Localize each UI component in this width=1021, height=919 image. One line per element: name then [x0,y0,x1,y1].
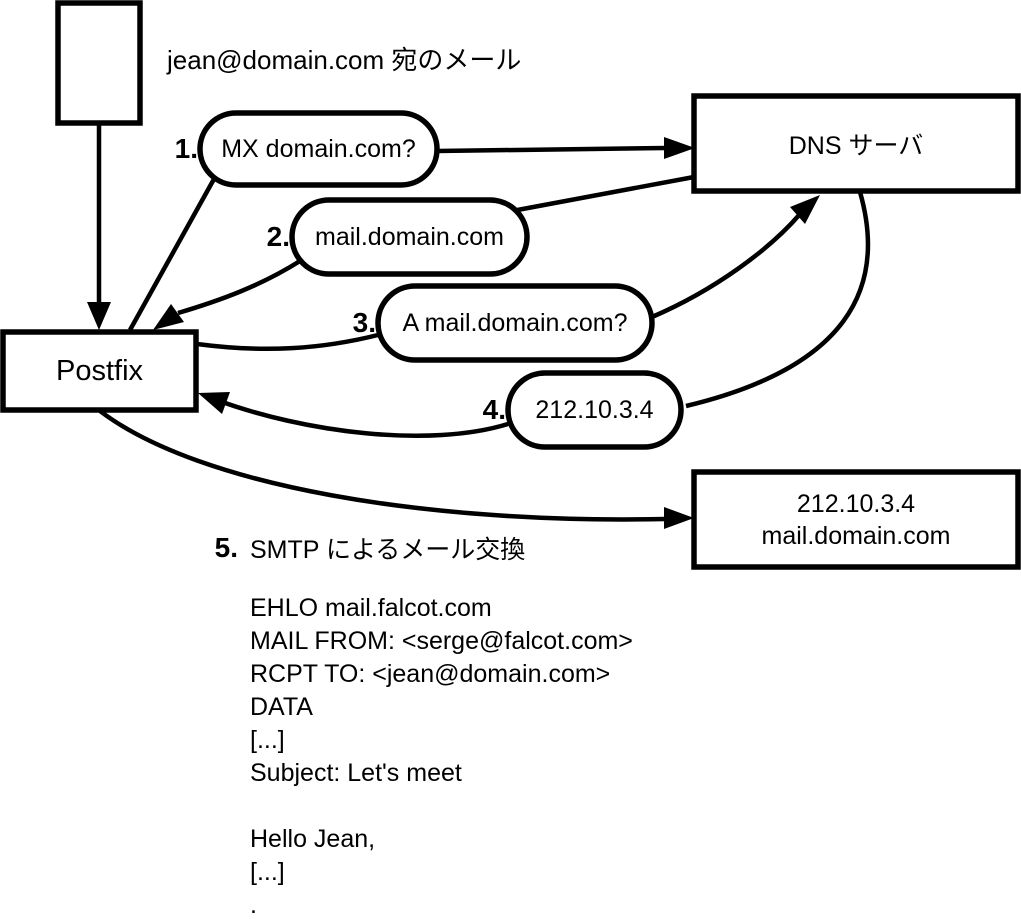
arrowhead-answer2-postfix [153,304,184,330]
connector-postfix-to-query3 [196,332,379,352]
smtp-line-hello: Hello Jean, [250,825,376,853]
postfix-box [0,329,199,413]
query3-pill-label: A mail.domain.com? [402,308,628,337]
connector-dns-to-answer4 [685,191,871,409]
answer2-pill [289,197,530,277]
arrow-query3-to-dns [651,212,802,320]
postfix-node-label: Postfix [55,354,144,387]
step4-number: 4. [482,394,506,425]
connector-postfix-to-query1 [128,177,216,332]
step2-number: 2. [266,221,290,252]
arrowhead-incoming-mail [87,302,111,330]
step5-number: 5. [214,532,238,563]
step5-caption: SMTP によるメール交換 [250,536,526,564]
smtp-line-subject: Subject: Let's meet [250,759,462,787]
arrowhead-answer4-postfix [198,392,230,414]
step1-number: 1. [174,133,198,164]
dns-server-node-label: DNS サーバ [788,131,924,160]
arrow-smtp-to-mailserver [98,409,666,522]
arrowhead-query3-dns [790,195,820,224]
mail-server-ip: 212.10.3.4 [796,489,916,518]
smtp-line-mail-from: MAIL FROM: <serge@falcot.com> [250,627,633,655]
connector-dns-to-answer2 [511,174,695,214]
step3-number: 3. [352,307,376,338]
query1-pill-label: MX domain.com? [221,134,416,163]
incoming-mail-note: jean@domain.com 宛のメール [167,44,522,75]
query3-pill [375,283,655,363]
arrow-query1-to-dns [436,145,667,154]
query1-pill [197,110,440,188]
smtp-line-rcpt-to: RCPT TO: <jean@domain.com> [250,660,611,688]
arrowhead-smtp-mailserver [664,507,694,529]
answer4-pill-label: 212.10.3.4 [535,395,654,424]
mail-server-box [691,469,1021,570]
mail-server-hostname: mail.domain.com [761,521,951,550]
smtp-line-data: DATA [250,693,313,721]
arrow-answer4-to-postfix [213,396,509,438]
mail-server-node-label: 212.10.3.4 mail.domain.com [694,472,1018,567]
dns-server-box [691,93,1021,194]
answer2-pill-label: mail.domain.com [315,222,504,251]
arrow-answer2-to-postfix [177,259,302,316]
smtp-line-end-dot: . [250,891,257,919]
envelope-box [55,0,143,126]
smtp-session-transcript: EHLO mail.falcot.com MAIL FROM: <serge@f… [250,592,710,919]
arrowhead-query1-dns [664,137,695,159]
smtp-line-ellipsis-2: [...] [250,858,285,886]
answer4-pill [505,370,684,450]
smtp-line-blank [250,790,710,823]
smtp-line-ellipsis-1: [...] [250,726,285,754]
smtp-line-ehlo: EHLO mail.falcot.com [250,594,492,622]
